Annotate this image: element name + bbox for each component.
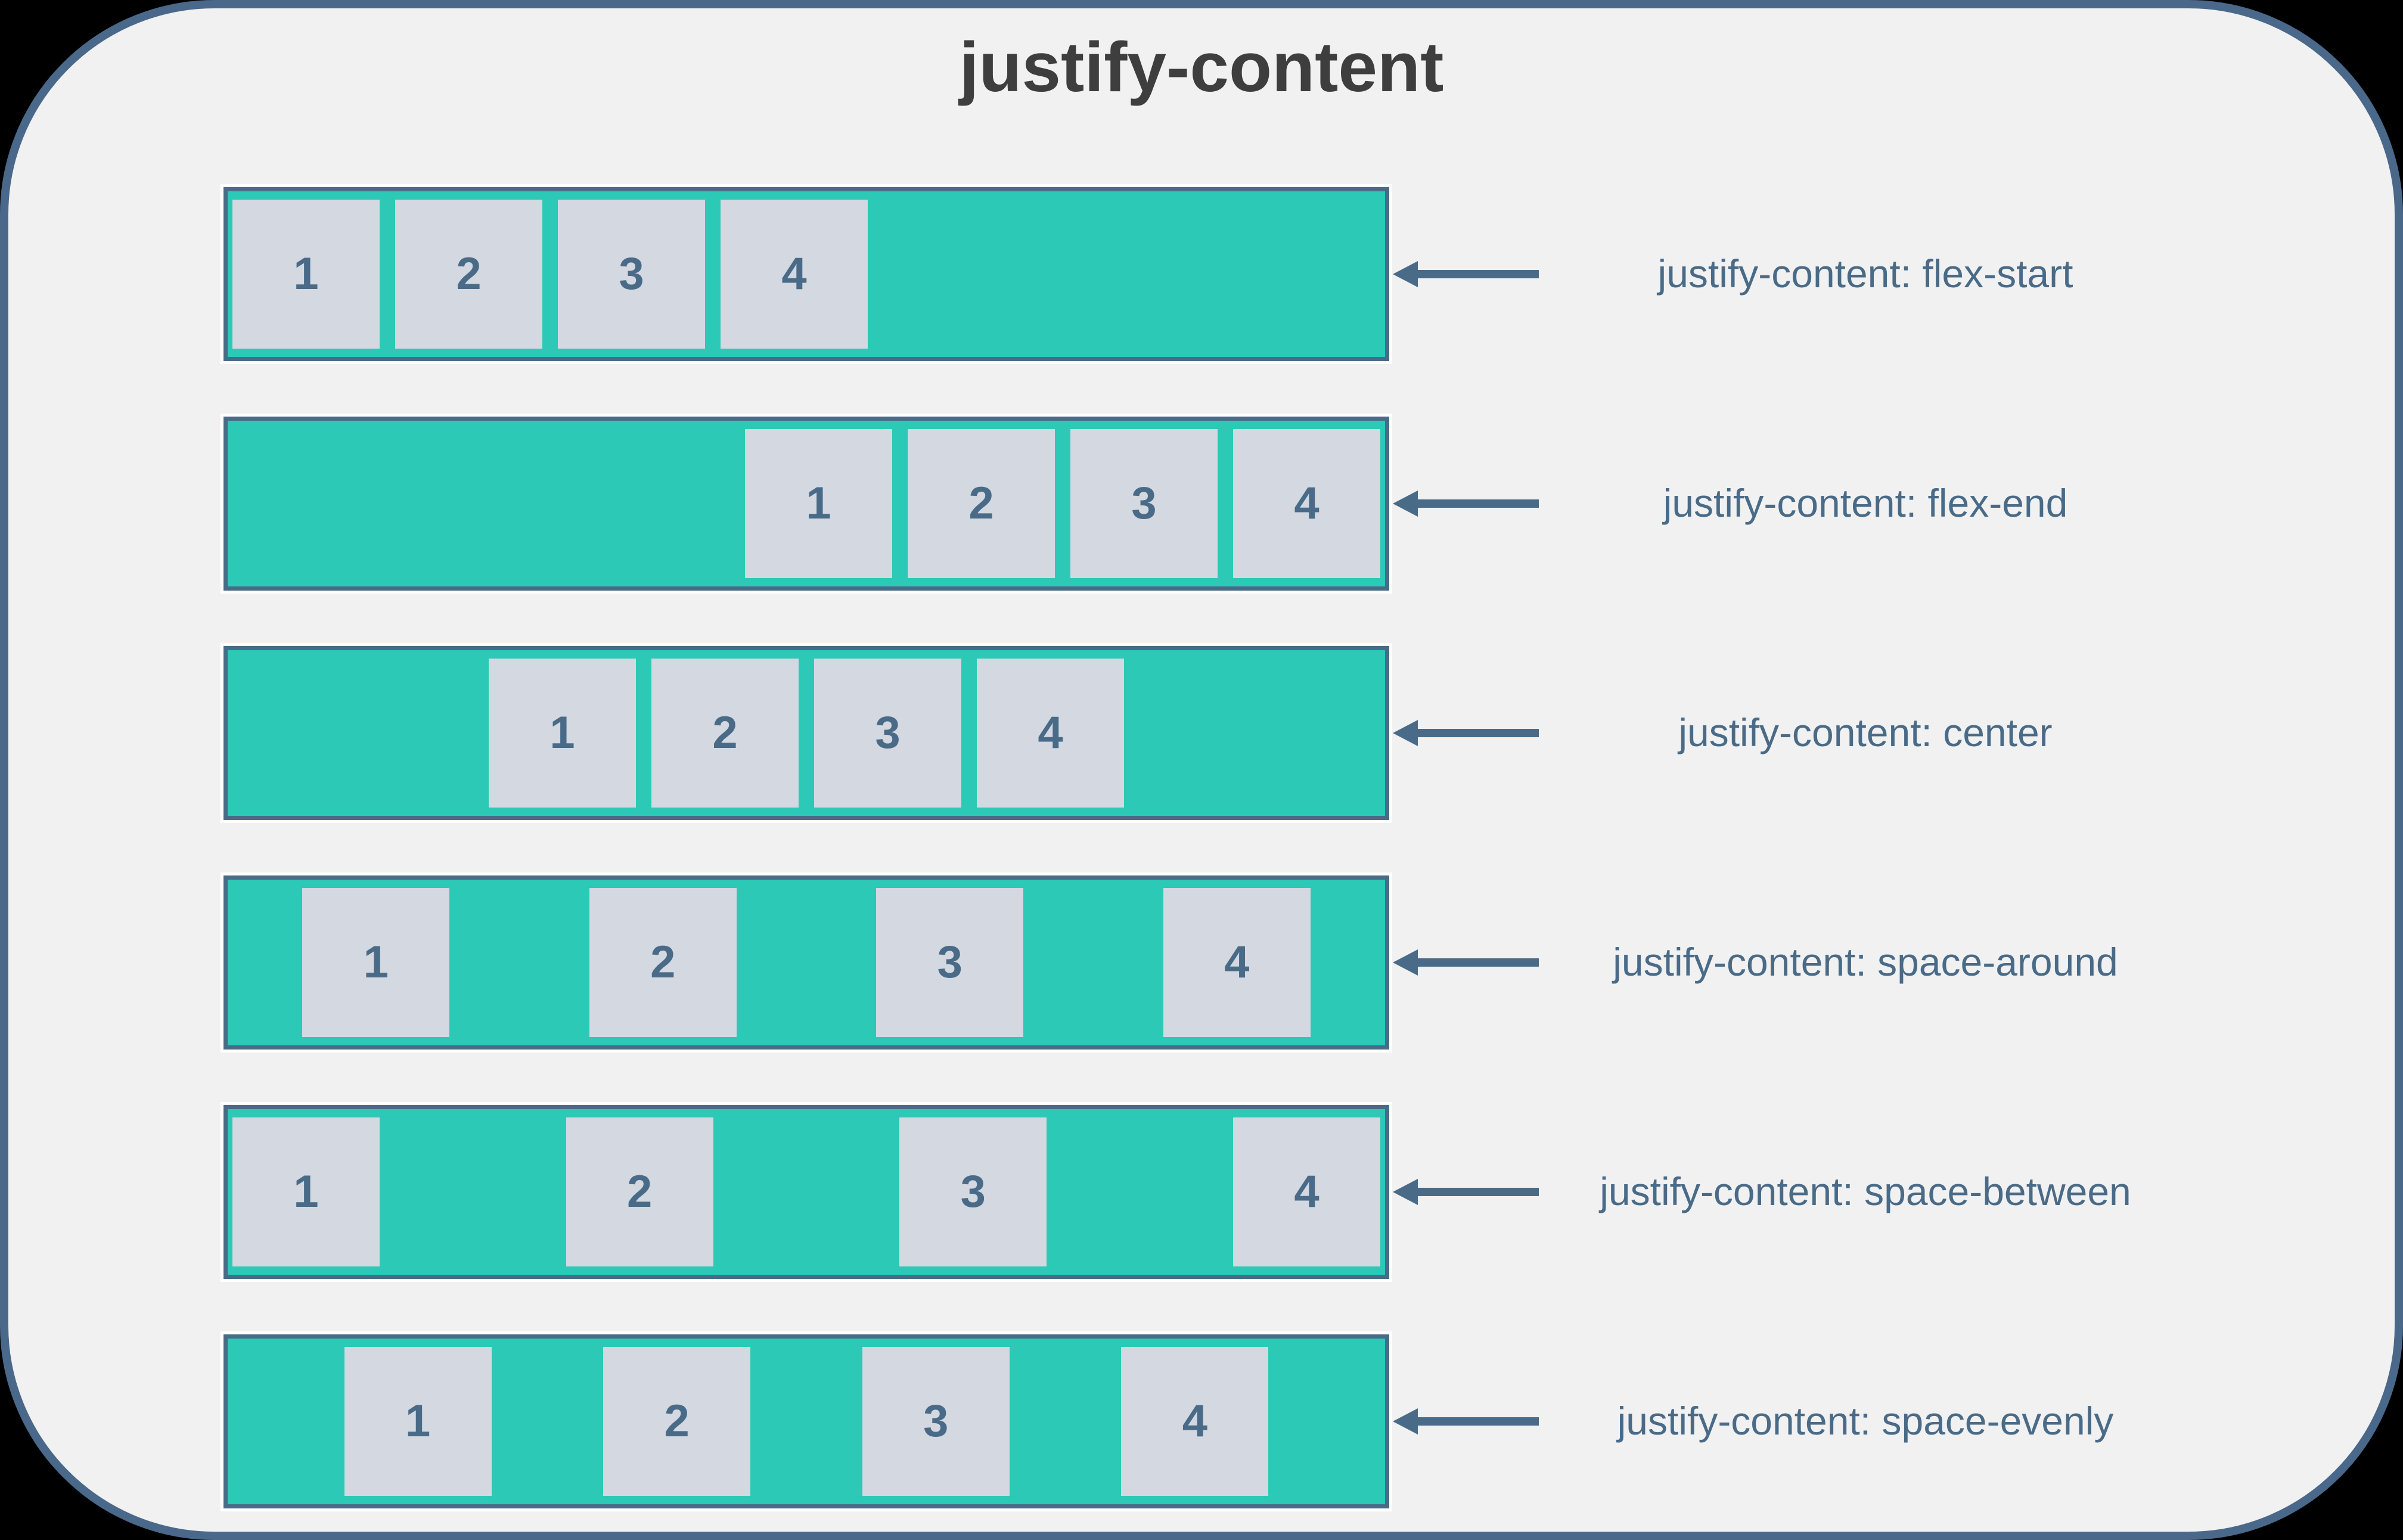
demo-row-space-evenly: 1 2 3 4 justify-content: space-evenly xyxy=(221,1331,2395,1511)
flex-item: 1 xyxy=(302,887,450,1037)
left-arrow-icon xyxy=(1393,949,1539,976)
flex-item: 2 xyxy=(566,1117,713,1266)
flex-item: 4 xyxy=(1121,1346,1269,1496)
row-label: justify-content: space-evenly xyxy=(1617,1399,2114,1443)
flex-container-space-between: 1 2 3 4 xyxy=(221,1101,1392,1282)
left-arrow-icon xyxy=(1393,1408,1539,1435)
flex-item: 2 xyxy=(651,658,799,808)
left-arrow-icon xyxy=(1393,719,1539,746)
flex-item: 1 xyxy=(232,1117,380,1266)
row-label: justify-content: space-between xyxy=(1600,1169,2131,1214)
flex-item: 4 xyxy=(1232,1117,1380,1266)
flex-item: 3 xyxy=(862,1346,1010,1496)
demo-row-flex-start: 1 2 3 4 justify-content: flex-start xyxy=(221,184,2395,364)
demo-row-space-around: 1 2 3 4 justify-content: space-around xyxy=(221,872,2395,1052)
flex-item: 3 xyxy=(814,658,961,808)
flex-item: 4 xyxy=(1233,429,1380,578)
page-title: justify-content xyxy=(959,28,1444,107)
flex-item: 3 xyxy=(876,887,1024,1037)
flex-item: 4 xyxy=(721,199,868,349)
flex-item: 2 xyxy=(908,429,1055,578)
demo-row-flex-end: 1 2 3 4 justify-content: flex-end xyxy=(221,413,2395,594)
demo-row-center: 1 2 3 4 justify-content: center xyxy=(221,642,2395,823)
flex-item: 3 xyxy=(1070,429,1218,578)
flex-item: 1 xyxy=(232,199,380,349)
flex-item: 1 xyxy=(344,1346,492,1496)
flex-item: 3 xyxy=(558,199,705,349)
flex-item: 4 xyxy=(1163,887,1311,1037)
flex-item: 3 xyxy=(899,1117,1047,1266)
flex-container-space-evenly: 1 2 3 4 xyxy=(221,1331,1392,1511)
flex-item: 2 xyxy=(395,199,542,349)
flex-container-center: 1 2 3 4 xyxy=(221,642,1392,823)
flex-item: 1 xyxy=(745,429,892,578)
left-arrow-icon xyxy=(1393,1178,1539,1205)
row-label: justify-content: space-around xyxy=(1613,940,2118,985)
left-arrow-icon xyxy=(1393,490,1539,517)
flex-item: 2 xyxy=(603,1346,751,1496)
flex-item: 4 xyxy=(977,658,1124,808)
row-label: justify-content: flex-start xyxy=(1657,252,2073,296)
row-label: justify-content: flex-end xyxy=(1663,481,2068,526)
flex-container-flex-end: 1 2 3 4 xyxy=(221,413,1392,594)
flex-item: 2 xyxy=(589,887,737,1037)
demo-rows: 1 2 3 4 justify-content: flex-start 1 2 … xyxy=(8,184,2395,1511)
left-arrow-icon xyxy=(1393,260,1539,287)
flex-container-flex-start: 1 2 3 4 xyxy=(221,184,1392,364)
flex-container-space-around: 1 2 3 4 xyxy=(221,872,1392,1052)
row-label: justify-content: center xyxy=(1678,710,2053,755)
flex-item: 1 xyxy=(489,658,636,808)
demo-row-space-between: 1 2 3 4 justify-content: space-between xyxy=(221,1101,2395,1282)
